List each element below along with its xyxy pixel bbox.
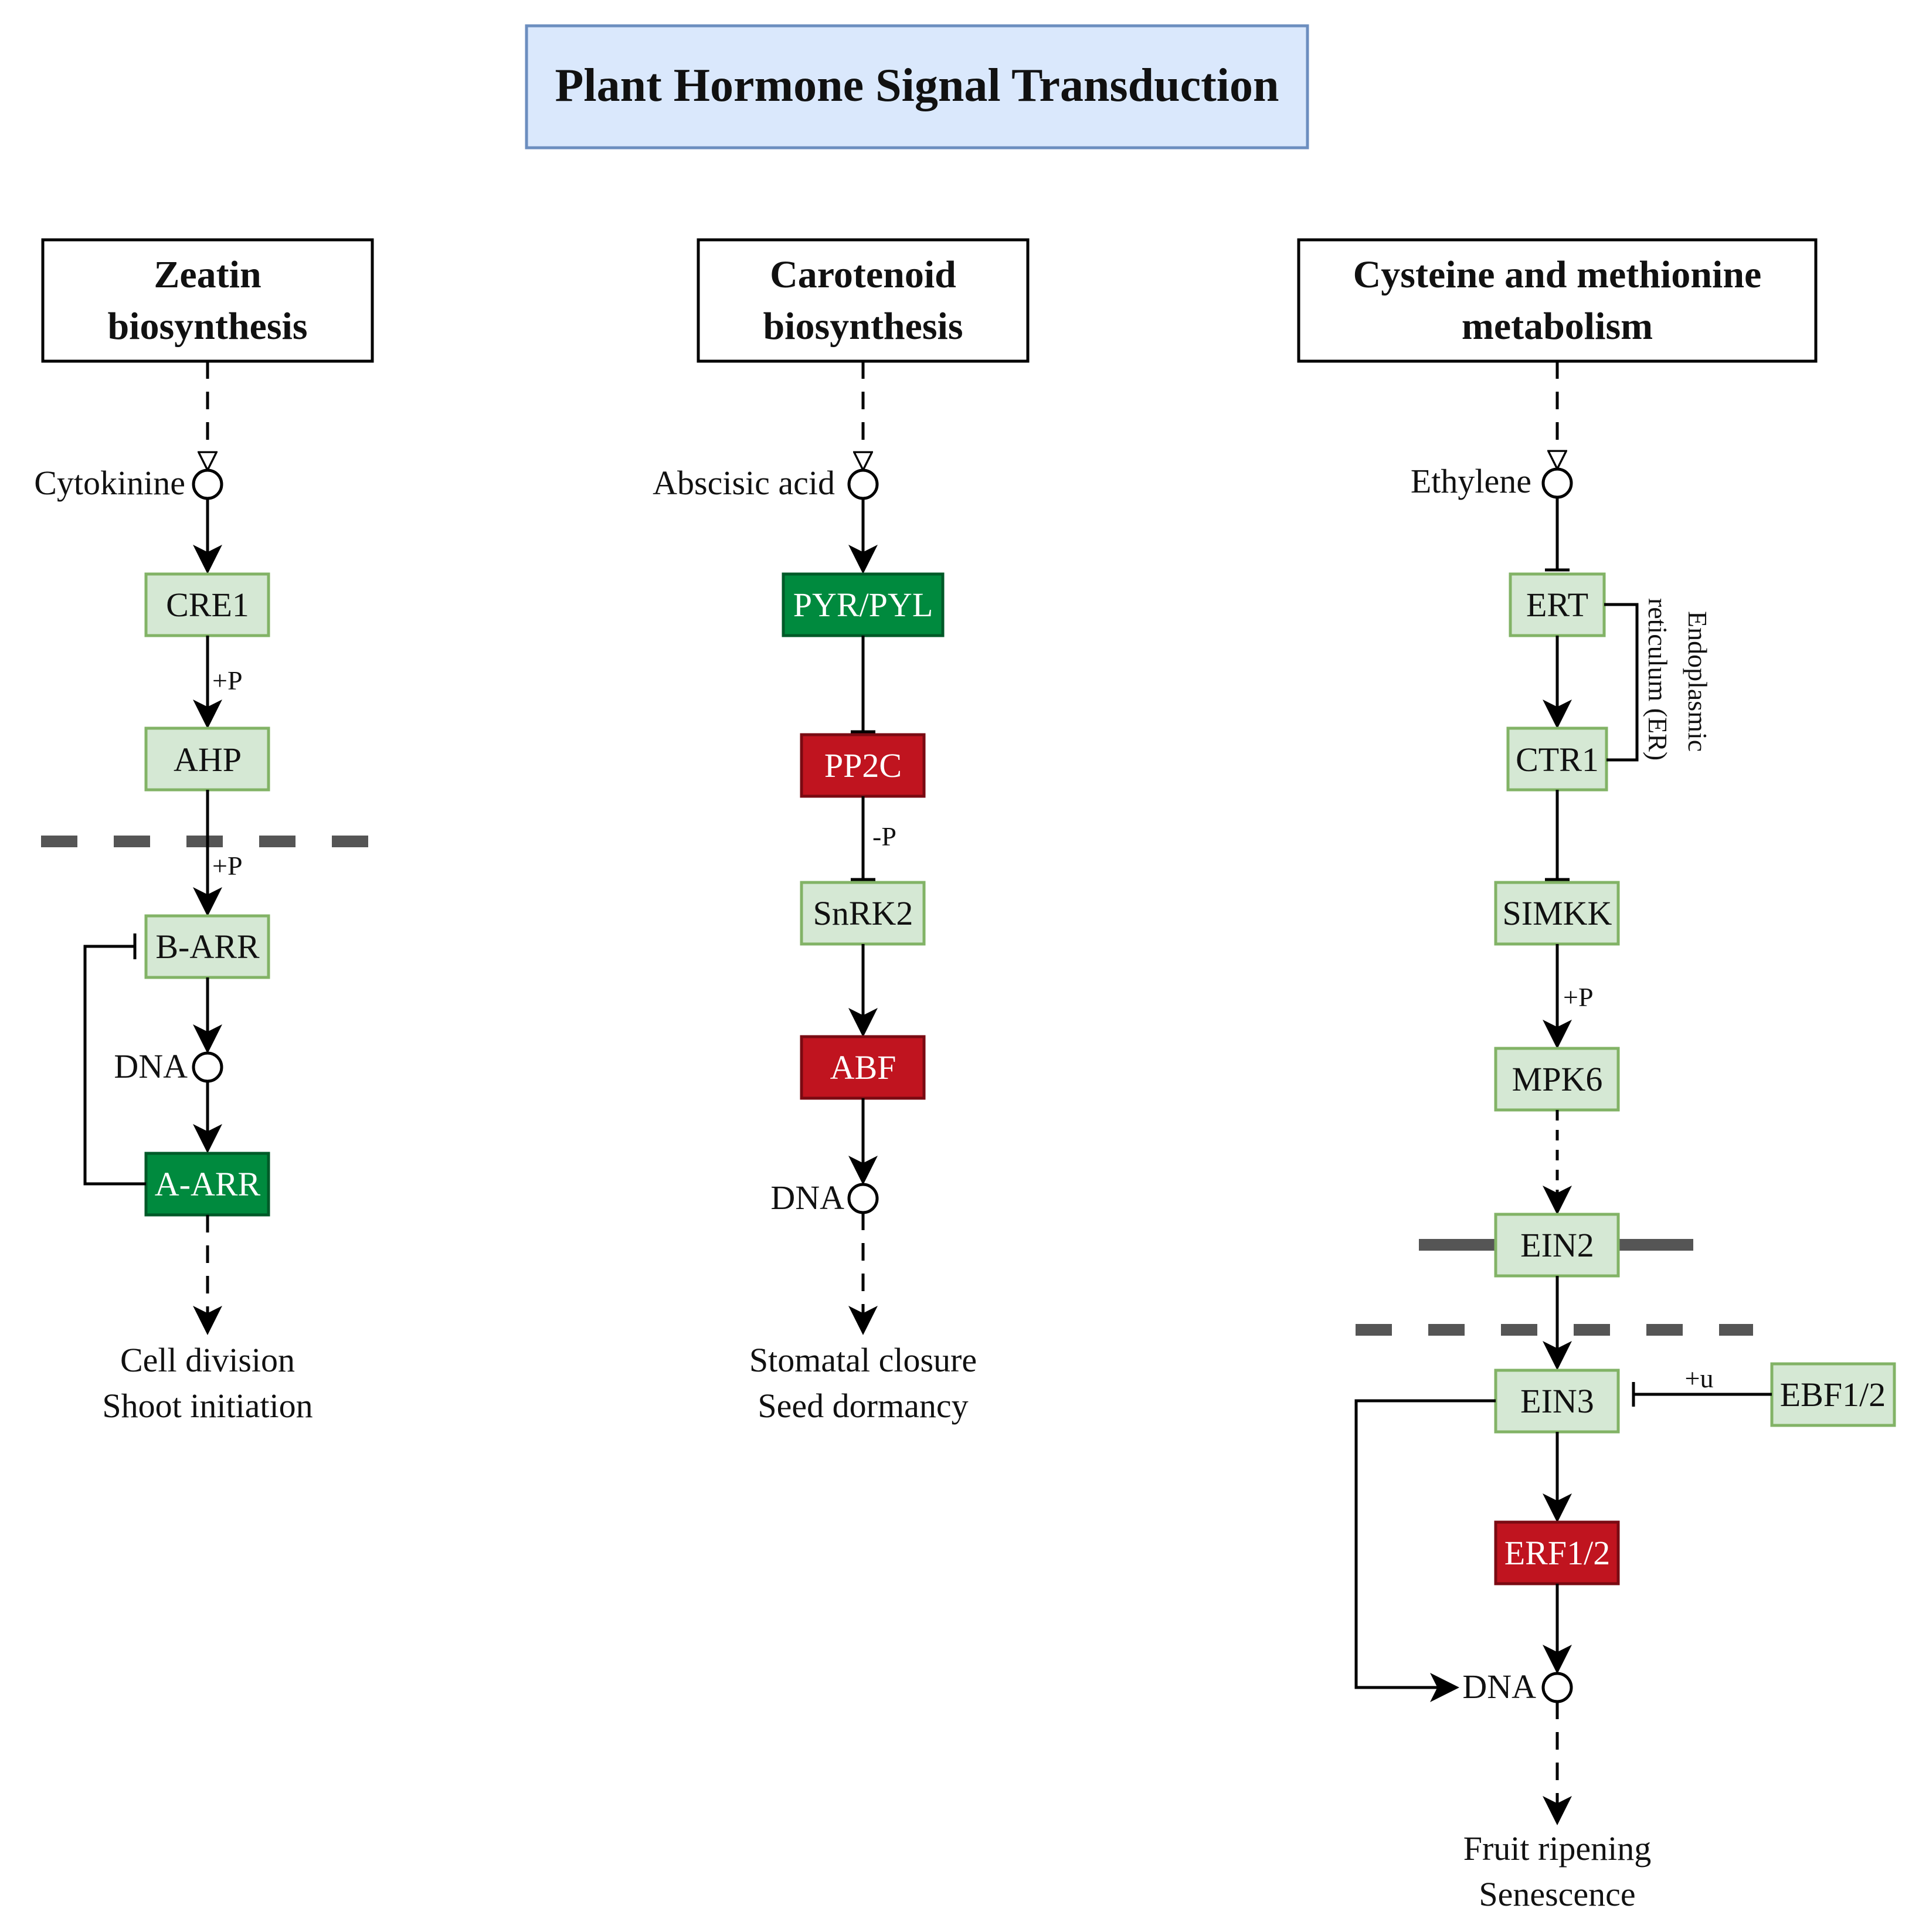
ein3-box: [1494, 1369, 1620, 1434]
zeatin-edge-label-p1: +P: [212, 665, 243, 695]
carotenoid-header-line2: biosynthesis: [763, 305, 963, 348]
snrk2-label: SnRK2: [813, 894, 913, 932]
carotenoid-outcome-1: Stomatal closure: [749, 1341, 977, 1379]
simkk-box: [1494, 881, 1620, 946]
zeatin-dna-label: DNA: [114, 1047, 188, 1085]
ahp-box: [144, 726, 270, 792]
abscisic-acid-node: [847, 468, 879, 500]
cysteine-edge-label-p1: +P: [1563, 982, 1594, 1012]
page-title: Plant Hormone Signal Transduction: [555, 60, 1279, 111]
cysteine-outcome-2: Senescence: [1479, 1875, 1635, 1913]
cysteine-dna-label: DNA: [1462, 1668, 1536, 1706]
abf-label: ABF: [830, 1048, 896, 1086]
ethylene-label: Ethylene: [1411, 462, 1531, 500]
pyr-box: [782, 572, 945, 637]
pp2c-label: PP2C: [824, 746, 902, 785]
carotenoid-header-line1: Carotenoid: [770, 253, 956, 296]
carotenoid-dna-node: [847, 1183, 879, 1214]
mpk6-label: MPK6: [1512, 1060, 1603, 1098]
abscisic-acid-label: Abscisic acid: [653, 464, 835, 502]
cytokinine-label: Cytokinine: [34, 464, 185, 502]
snrk2-box: [800, 881, 926, 946]
ein2-box: [1494, 1213, 1620, 1278]
ahp-label: AHP: [174, 741, 242, 779]
zeatin-header-line1: Zeatin: [154, 253, 261, 296]
pyr-label: PYR/PYL: [793, 586, 933, 624]
cytokinine-node: [192, 468, 223, 500]
ethylene-node: [1541, 467, 1573, 499]
carotenoid-dna-label: DNA: [770, 1179, 844, 1217]
zeatin-header-box: [41, 238, 374, 363]
cre1-label: CRE1: [166, 586, 249, 624]
zeatin-dna-node: [192, 1051, 223, 1083]
erf-label: ERF1/2: [1504, 1534, 1611, 1572]
ebf-label: EBF1/2: [1780, 1376, 1886, 1414]
zeatin-outcome-1: Cell division: [120, 1341, 295, 1379]
ctr1-label: CTR1: [1516, 741, 1599, 779]
cysteine-header-line2: metabolism: [1462, 305, 1653, 348]
column-cysteine: Cysteine and methionine metabolism Ethyl…: [1297, 238, 1896, 1913]
zeatin-edge-label-p2: +P: [212, 851, 243, 881]
ert-label: ERT: [1526, 586, 1588, 624]
er-label-line1: Endoplasmic: [1683, 611, 1713, 752]
cysteine-dna-node: [1541, 1672, 1573, 1703]
cysteine-header-line1: Cysteine and methionine: [1353, 253, 1762, 296]
carotenoid-edge-label-m1: -P: [872, 821, 896, 851]
erf-box: [1494, 1520, 1620, 1585]
aarr-label: A-ARR: [155, 1165, 261, 1203]
column-carotenoid: Carotenoid biosynthesis Abscisic acid PY…: [653, 238, 1030, 1425]
barr-label: B-ARR: [155, 928, 260, 966]
column-zeatin: Zeatin biosynthesis Cytokinine CRE1 +P A…: [34, 238, 375, 1425]
cysteine-edge-label-u1: +u: [1685, 1363, 1714, 1393]
simkk-label: SIMKK: [1503, 894, 1612, 932]
title-box: Plant Hormone Signal Transduction: [525, 24, 1309, 150]
edge-aarr-inhibits-barr: [83, 945, 146, 1186]
cysteine-outcome-1: Fruit ripening: [1463, 1829, 1652, 1868]
cysteine-header-box: [1297, 238, 1818, 363]
edge-ein3-dna: [1354, 1399, 1496, 1702]
zeatin-header-line2: biosynthesis: [107, 305, 307, 348]
er-label-line2: reticulum (ER): [1643, 598, 1673, 760]
mpk6-box: [1494, 1047, 1620, 1112]
carotenoid-outcome-2: Seed dormancy: [758, 1387, 968, 1425]
ein3-label: EIN3: [1520, 1382, 1594, 1420]
er-bracket: [1604, 603, 1639, 762]
ein2-label: EIN2: [1520, 1226, 1594, 1264]
zeatin-outcome-2: Shoot initiation: [102, 1387, 313, 1425]
